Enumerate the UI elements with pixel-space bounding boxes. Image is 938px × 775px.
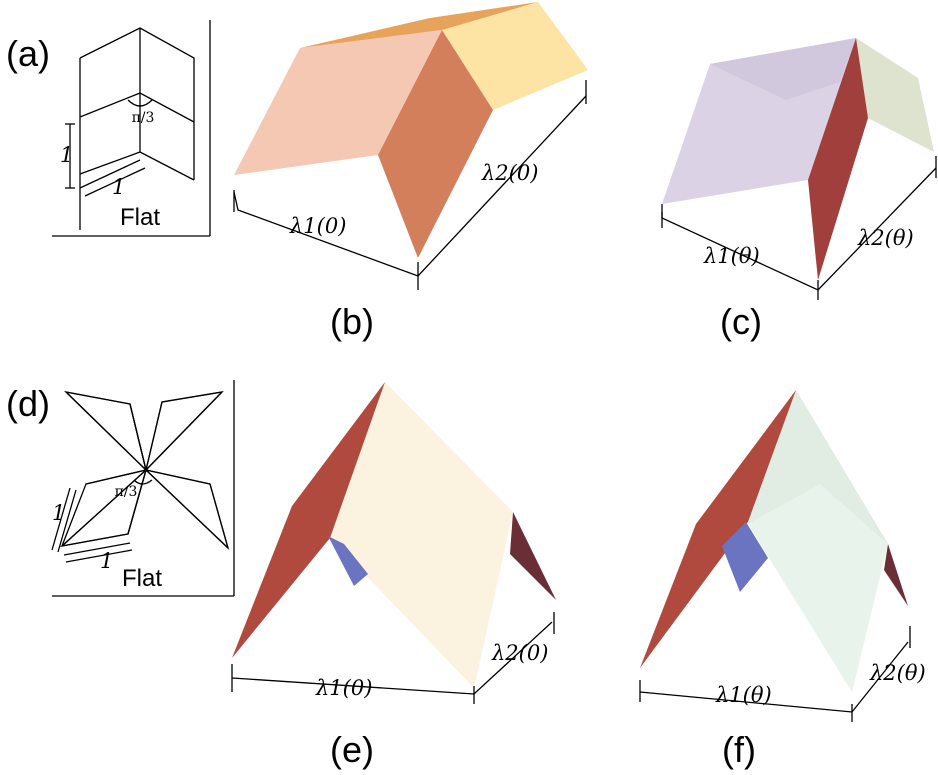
panel-f-inner-face (748, 390, 888, 544)
panel-c-label: (c) (720, 301, 762, 342)
panel-e-red-face (232, 382, 385, 658)
panel-b-lambda2-label: λ2(0) (481, 161, 538, 185)
panel-d-length-horizontal: 1 (100, 549, 113, 573)
panel-d: (d) π/3 (6, 380, 235, 597)
panel-f-lambda1-label: λ1(θ) (715, 683, 772, 707)
panel-e-lambda1-label: λ1(0) (315, 676, 372, 700)
panel-f-dimension-lines (639, 626, 911, 722)
panel-c: λ1(θ) λ2(θ) (c) (661, 38, 937, 342)
panel-d-flat-label: Flat (122, 565, 162, 592)
panel-a: (a) π/3 1 1 Flat (6, 20, 211, 237)
panel-f-blue-face (722, 522, 768, 592)
panel-a-label: (a) (6, 33, 50, 74)
panel-f-label: (f) (722, 729, 756, 770)
panel-d-length-vertical: 1 (52, 501, 65, 525)
panel-d-label: (d) (6, 383, 50, 424)
panel-f-dark-face (884, 544, 908, 606)
panel-b-left-face (234, 30, 442, 175)
panel-e-dark-face (510, 512, 556, 600)
panel-d-crease-pattern (59, 390, 230, 551)
panel-d-dimension-horizontal (63, 542, 133, 563)
panel-e: λ1(0) λ2(0) (e) (231, 382, 556, 770)
panel-b: λ1(0) λ2(0) (b) (233, 2, 588, 342)
panel-a-dimension-horizontal (79, 159, 146, 197)
panel-c-lambda1-label: λ1(θ) (703, 244, 760, 268)
panel-c-front-face (808, 38, 868, 280)
panel-c-top-shade (710, 38, 856, 100)
panel-b-lambda1-label: λ1(0) (289, 214, 346, 238)
panel-b-right-face (442, 2, 588, 110)
panel-a-dimension-vertical (65, 123, 75, 189)
panel-f-red-face (640, 390, 796, 668)
panel-c-right-face (856, 38, 934, 152)
panel-a-length-vertical: 1 (60, 143, 73, 167)
panel-a-crease-pattern (79, 27, 195, 230)
panel-e-lambda2-label: λ2(0) (491, 641, 548, 665)
panel-d-frame (52, 380, 235, 597)
panel-f: λ1(θ) λ2(θ) (f) (639, 390, 926, 770)
panel-d-dimension-vertical (51, 487, 77, 553)
panel-b-front-face (378, 30, 493, 258)
panel-f-lambda2-label: λ2(θ) (869, 661, 926, 685)
panel-b-label: (b) (330, 301, 374, 342)
panel-c-dimension-lines (661, 156, 937, 300)
panel-a-flat-label: Flat (120, 204, 160, 231)
panel-e-blue-face (328, 536, 368, 586)
panel-b-dimension-lines (233, 80, 587, 290)
panel-b-back-strip (300, 2, 538, 48)
panel-a-angle-label: π/3 (132, 110, 155, 126)
panel-d-angle-label: π/3 (115, 484, 138, 500)
panel-e-dimension-lines (231, 612, 555, 704)
panel-a-frame (52, 20, 211, 237)
panel-e-label: (e) (330, 729, 374, 770)
panel-c-lambda2-label: λ2(θ) (857, 226, 914, 250)
panel-e-main-face (330, 382, 513, 688)
panel-a-length-horizontal: 1 (112, 175, 125, 199)
